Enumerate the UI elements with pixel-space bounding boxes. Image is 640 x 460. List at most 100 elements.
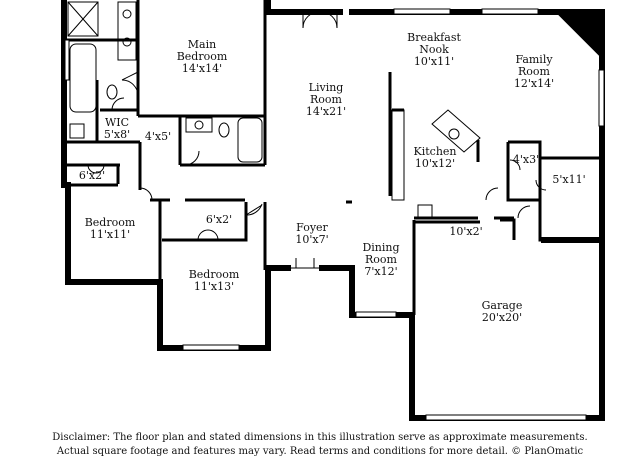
room-name: Living bbox=[309, 81, 344, 94]
room-dimension: 7'x12' bbox=[364, 265, 397, 278]
room-dimension: 14'x21' bbox=[306, 105, 346, 118]
wall-laundry bbox=[538, 156, 602, 242]
room-name: Bedroom bbox=[85, 216, 136, 229]
door-utility bbox=[517, 205, 531, 219]
window-family-top bbox=[481, 8, 539, 15]
door-closet-left bbox=[87, 164, 119, 184]
disclaimer-line-1: Disclaimer: The floor plan and stated di… bbox=[52, 432, 588, 443]
wall-utility-bottom bbox=[414, 218, 516, 240]
fireplace-label: FP bbox=[568, 32, 576, 40]
kitchen-sink bbox=[448, 128, 460, 140]
room-name: Room bbox=[365, 253, 398, 266]
kitchen-island bbox=[431, 109, 481, 153]
door-pantry bbox=[509, 159, 521, 171]
vanity bbox=[117, 1, 137, 61]
door-bath2 bbox=[184, 150, 200, 166]
window-bedroom-left bbox=[64, 39, 70, 81]
room-name: Bedroom bbox=[189, 268, 240, 281]
wall-garage-right bbox=[541, 237, 605, 421]
room-name: Breakfast bbox=[407, 31, 461, 44]
room-name: Garage bbox=[482, 299, 523, 312]
washer-dryer bbox=[417, 204, 433, 218]
sink-bath2 bbox=[194, 120, 204, 130]
fixtures bbox=[67, 1, 601, 218]
shower bbox=[67, 1, 99, 37]
room-dimension: 10'x12' bbox=[415, 157, 455, 170]
fireplace bbox=[554, 11, 601, 58]
wall-bedroom-mid-top bbox=[162, 202, 248, 242]
room-dimension: 6'x2' bbox=[206, 213, 232, 226]
shelf-wic bbox=[69, 123, 85, 139]
bathtub bbox=[69, 43, 97, 113]
shower-x bbox=[67, 1, 99, 37]
room-label-hall: 4'x5' bbox=[145, 130, 171, 143]
room-label-pantry: 4'x3' bbox=[513, 153, 539, 166]
sink-2 bbox=[122, 37, 132, 47]
toilet-main bbox=[106, 84, 118, 100]
door-bedroom-left bbox=[139, 187, 153, 201]
wall-bedroom-mid-right bbox=[265, 265, 291, 351]
room-label-utility: 10'x2' bbox=[449, 225, 482, 238]
door-main bbox=[121, 71, 139, 97]
room-dimension: 14'x14' bbox=[182, 62, 222, 75]
room-label-closet-mid: 6'x2' bbox=[206, 213, 232, 226]
sink-1 bbox=[122, 9, 132, 19]
interior-walls bbox=[66, 0, 602, 315]
room-name: Room bbox=[518, 65, 551, 78]
windows bbox=[64, 8, 605, 421]
room-dimension: 10'x2' bbox=[449, 225, 482, 238]
room-dimension: 4'x3' bbox=[513, 153, 539, 166]
door-closet-mid bbox=[197, 229, 219, 241]
room-dimension: 5'x8' bbox=[104, 128, 130, 141]
room-name: Room bbox=[310, 93, 343, 106]
room-dimension: 6'x2' bbox=[79, 169, 105, 182]
room-dimension: 10'x11' bbox=[414, 55, 454, 68]
door-bedroom-mid bbox=[245, 203, 263, 216]
doors bbox=[87, 11, 547, 269]
room-name: Foyer bbox=[296, 221, 328, 234]
window-family-right bbox=[598, 69, 605, 127]
kitchen-counter bbox=[391, 109, 405, 201]
door-garage bbox=[485, 187, 499, 201]
window-bedroom-mid bbox=[182, 344, 240, 351]
room-name: Kitchen bbox=[414, 145, 457, 158]
room-dimension: 5'x11' bbox=[552, 173, 585, 186]
door-laundry bbox=[535, 179, 547, 191]
room-name: WIC bbox=[105, 116, 129, 129]
room-name: Family bbox=[515, 53, 553, 66]
door-back-patio bbox=[300, 11, 340, 29]
room-dimension: 4'x5' bbox=[145, 130, 171, 143]
toilet-bath2 bbox=[218, 122, 230, 138]
door-front bbox=[288, 258, 322, 269]
room-name: Main bbox=[188, 38, 216, 51]
garage-door bbox=[425, 414, 587, 421]
window-nook bbox=[393, 8, 451, 15]
room-dimension: 11'x11' bbox=[90, 228, 130, 241]
wall-pantry bbox=[506, 140, 542, 202]
room-dimension: 20'x20' bbox=[482, 311, 522, 324]
wall-garage-left bbox=[409, 312, 605, 421]
room-dimension: 10'x7' bbox=[295, 233, 328, 246]
room-name: Nook bbox=[419, 43, 449, 56]
room-label-closet-left: 6'x2' bbox=[79, 169, 105, 182]
vanity-bath2 bbox=[185, 117, 213, 133]
room-dimension: 11'x13' bbox=[194, 280, 234, 293]
window-dining bbox=[355, 311, 397, 318]
disclaimer-line-2: Actual square footage and features may v… bbox=[56, 446, 584, 457]
room-name: Dining bbox=[362, 241, 399, 254]
room-name: Bedroom bbox=[177, 50, 228, 63]
room-dimension: 12'x14' bbox=[514, 77, 554, 90]
